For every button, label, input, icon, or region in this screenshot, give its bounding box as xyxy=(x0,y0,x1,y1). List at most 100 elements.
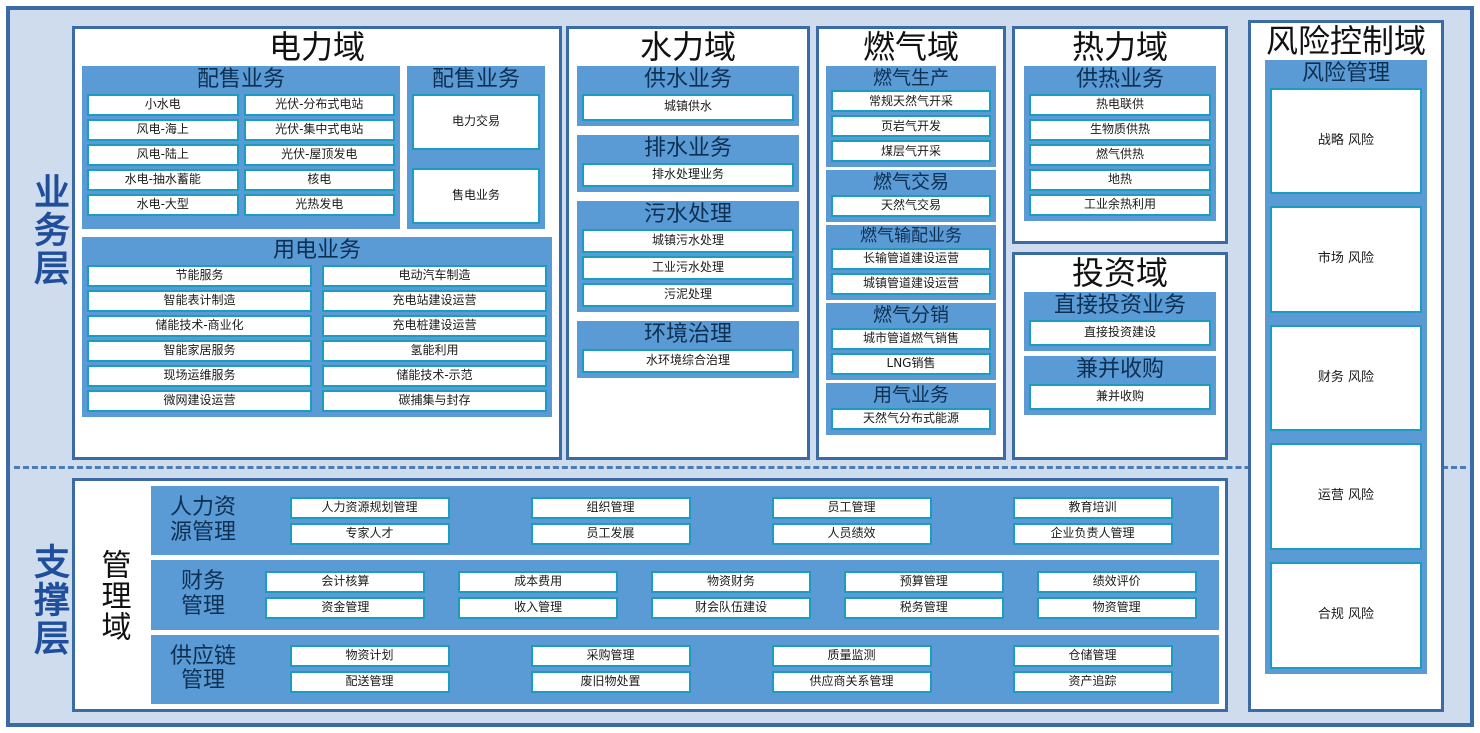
list-item[interactable]: 财务 风险 xyxy=(1270,324,1422,432)
group-water-supply[interactable]: 供水业务 城镇供水 xyxy=(577,65,799,126)
list-item[interactable]: 人员绩效 xyxy=(771,522,932,545)
list-item[interactable]: 充电站建设运营 xyxy=(322,289,547,312)
list-item[interactable]: 质量监测 xyxy=(771,645,932,668)
list-item[interactable]: 工业余热利用 xyxy=(1029,193,1211,216)
list-item[interactable]: 教育培训 xyxy=(1012,496,1173,519)
list-item[interactable]: 物资管理 xyxy=(1036,596,1197,619)
list-item[interactable]: LNG销售 xyxy=(831,352,991,375)
list-item[interactable]: 水电-大型 xyxy=(87,193,239,216)
list-item[interactable]: 员工发展 xyxy=(530,522,691,545)
group-gas-transmission[interactable]: 燃气输配业务 长输管道建设运营 城镇管道建设运营 xyxy=(826,225,996,301)
list-item[interactable]: 城镇污水处理 xyxy=(582,229,794,254)
domain-electric[interactable]: 电力域 配售业务 小水电 风电-海上 风电-陆上 水电-抽水蓄能 水电-大型 光… xyxy=(72,26,562,460)
list-item[interactable]: 储能技术-商业化 xyxy=(87,314,312,337)
list-item[interactable]: 会计核算 xyxy=(265,570,426,593)
list-item[interactable]: 天然气分布式能源 xyxy=(831,407,991,430)
list-item[interactable]: 市场 风险 xyxy=(1270,206,1422,313)
group-gas-distribution[interactable]: 燃气分销 城市管道燃气销售 LNG销售 xyxy=(826,303,996,380)
list-item[interactable]: 税务管理 xyxy=(843,596,1004,619)
list-item[interactable]: 生物质供热 xyxy=(1029,118,1211,141)
list-item[interactable]: 物资财务 xyxy=(650,570,811,593)
group-gas-consumption[interactable]: 用气业务 天然气分布式能源 xyxy=(826,382,996,435)
list-item[interactable]: 煤层气开采 xyxy=(831,140,991,163)
list-item[interactable]: 财会队伍建设 xyxy=(650,596,811,619)
domain-gas[interactable]: 燃气域 燃气生产 常规天然气开采 页岩气开发 煤层气开采 燃气交易 天然气交易 … xyxy=(816,26,1006,460)
list-item[interactable]: 物资计划 xyxy=(289,645,450,668)
list-item[interactable]: 收入管理 xyxy=(458,596,619,619)
list-item[interactable]: 光热发电 xyxy=(243,193,395,216)
list-item[interactable]: 电动汽车制造 xyxy=(322,264,547,287)
list-item[interactable]: 排水处理业务 xyxy=(582,162,794,187)
list-item[interactable]: 城镇管道建设运营 xyxy=(831,273,991,296)
list-item[interactable]: 天然气交易 xyxy=(831,195,991,218)
mgmt-row-supply-chain[interactable]: 供应链 管理 物资计划 配送管理 采购管理 废旧物处置 质量监测 供应商关系管理 xyxy=(151,634,1219,704)
list-item[interactable]: 风电-海上 xyxy=(87,118,239,141)
list-item[interactable]: 城镇供水 xyxy=(582,93,794,121)
group-gas-production[interactable]: 燃气生产 常规天然气开采 页岩气开发 煤层气开采 xyxy=(826,65,996,168)
domain-risk-control[interactable]: 风险控制域 风险管理 战略 风险 市场 风险 财务 风险 运营 风险 合规 风险 xyxy=(1248,20,1444,712)
list-item[interactable]: 核电 xyxy=(243,168,395,191)
list-item[interactable]: 成本费用 xyxy=(458,570,619,593)
list-item[interactable]: 预算管理 xyxy=(843,570,1004,593)
group-power-consumption[interactable]: 用电业务 节能服务 智能表计制造 储能技术-商业化 智能家居服务 现场运维服务 … xyxy=(82,236,552,417)
list-item[interactable]: 电力交易 xyxy=(412,93,540,150)
list-item[interactable]: 运营 风险 xyxy=(1270,443,1422,551)
list-item[interactable]: 小水电 xyxy=(87,93,239,116)
group-drainage[interactable]: 排水业务 排水处理业务 xyxy=(577,134,799,192)
list-item[interactable]: 充电桩建设运营 xyxy=(322,314,547,337)
list-item[interactable]: 光伏-集中式电站 xyxy=(243,118,395,141)
list-item[interactable]: 兼并收购 xyxy=(1029,383,1211,410)
list-item[interactable]: 售电业务 xyxy=(412,167,540,224)
list-item[interactable]: 微网建设运营 xyxy=(87,389,312,412)
list-item[interactable]: 工业污水处理 xyxy=(582,256,794,281)
list-item[interactable]: 地热 xyxy=(1029,168,1211,191)
domain-investment[interactable]: 投资域 直接投资业务 直接投资建设 兼并收购 兼并收购 xyxy=(1012,252,1228,460)
group-gas-trading[interactable]: 燃气交易 天然气交易 xyxy=(826,170,996,223)
group-environment-governance[interactable]: 环境治理 水环境综合治理 xyxy=(577,321,799,379)
list-item[interactable]: 页岩气开发 xyxy=(831,115,991,138)
list-item[interactable]: 燃气供热 xyxy=(1029,143,1211,166)
list-item[interactable]: 污泥处理 xyxy=(582,283,794,308)
group-merger-acquisition[interactable]: 兼并收购 兼并收购 xyxy=(1024,355,1216,415)
domain-heat[interactable]: 热力域 供热业务 热电联供 生物质供热 燃气供热 地热 工业余热利用 xyxy=(1012,26,1228,244)
list-item[interactable]: 现场运维服务 xyxy=(87,364,312,387)
list-item[interactable]: 智能家居服务 xyxy=(87,339,312,362)
list-item[interactable]: 常规天然气开采 xyxy=(831,90,991,113)
list-item[interactable]: 氢能利用 xyxy=(322,339,547,362)
group-power-trading[interactable]: 配售业务 电力交易 售电业务 xyxy=(407,65,545,229)
group-power-distribution-sales[interactable]: 配售业务 小水电 风电-海上 风电-陆上 水电-抽水蓄能 水电-大型 光伏-分布… xyxy=(82,65,400,229)
list-item[interactable]: 组织管理 xyxy=(530,496,691,519)
list-item[interactable]: 光伏-分布式电站 xyxy=(243,93,395,116)
list-item[interactable]: 配送管理 xyxy=(289,671,450,694)
group-sewage-treatment[interactable]: 污水处理 城镇污水处理 工业污水处理 污泥处理 xyxy=(577,200,799,313)
list-item[interactable]: 资金管理 xyxy=(265,596,426,619)
domain-management[interactable]: 管理域 人力资 源管理 人力资源规划管理 专家人才 组织管理 员工发展 xyxy=(72,478,1228,712)
list-item[interactable]: 长输管道建设运营 xyxy=(831,248,991,271)
list-item[interactable]: 专家人才 xyxy=(289,522,450,545)
list-item[interactable]: 热电联供 xyxy=(1029,93,1211,116)
list-item[interactable]: 战略 风险 xyxy=(1270,87,1422,195)
list-item[interactable]: 风电-陆上 xyxy=(87,143,239,166)
list-item[interactable]: 废旧物处置 xyxy=(530,671,691,694)
list-item[interactable]: 绩效评价 xyxy=(1036,570,1197,593)
list-item[interactable]: 仓储管理 xyxy=(1012,645,1173,668)
list-item[interactable]: 合规 风险 xyxy=(1270,562,1422,669)
list-item[interactable]: 采购管理 xyxy=(530,645,691,668)
list-item[interactable]: 直接投资建设 xyxy=(1029,319,1211,346)
list-item[interactable]: 储能技术-示范 xyxy=(322,364,547,387)
group-direct-investment[interactable]: 直接投资业务 直接投资建设 xyxy=(1024,291,1216,351)
mgmt-row-hr[interactable]: 人力资 源管理 人力资源规划管理 专家人才 组织管理 员工发展 员工管理 人员绩 xyxy=(151,486,1219,556)
group-risk-management[interactable]: 风险管理 战略 风险 市场 风险 财务 风险 运营 风险 合规 风险 xyxy=(1265,59,1427,674)
list-item[interactable]: 企业负责人管理 xyxy=(1012,522,1173,545)
list-item[interactable]: 水电-抽水蓄能 xyxy=(87,168,239,191)
list-item[interactable]: 智能表计制造 xyxy=(87,289,312,312)
list-item[interactable]: 员工管理 xyxy=(771,496,932,519)
list-item[interactable]: 光伏-屋顶发电 xyxy=(243,143,395,166)
list-item[interactable]: 水环境综合治理 xyxy=(582,349,794,374)
list-item[interactable]: 资产追踪 xyxy=(1012,671,1173,694)
mgmt-row-finance[interactable]: 财务 管理 会计核算 资金管理 成本费用 收入管理 物资财务 财会队伍建设 xyxy=(151,560,1219,630)
list-item[interactable]: 节能服务 xyxy=(87,264,312,287)
list-item[interactable]: 供应商关系管理 xyxy=(771,671,932,694)
domain-water[interactable]: 水力域 供水业务 城镇供水 排水业务 排水处理业务 污水处理 城镇污水处理 工业… xyxy=(566,26,810,460)
list-item[interactable]: 人力资源规划管理 xyxy=(289,496,450,519)
